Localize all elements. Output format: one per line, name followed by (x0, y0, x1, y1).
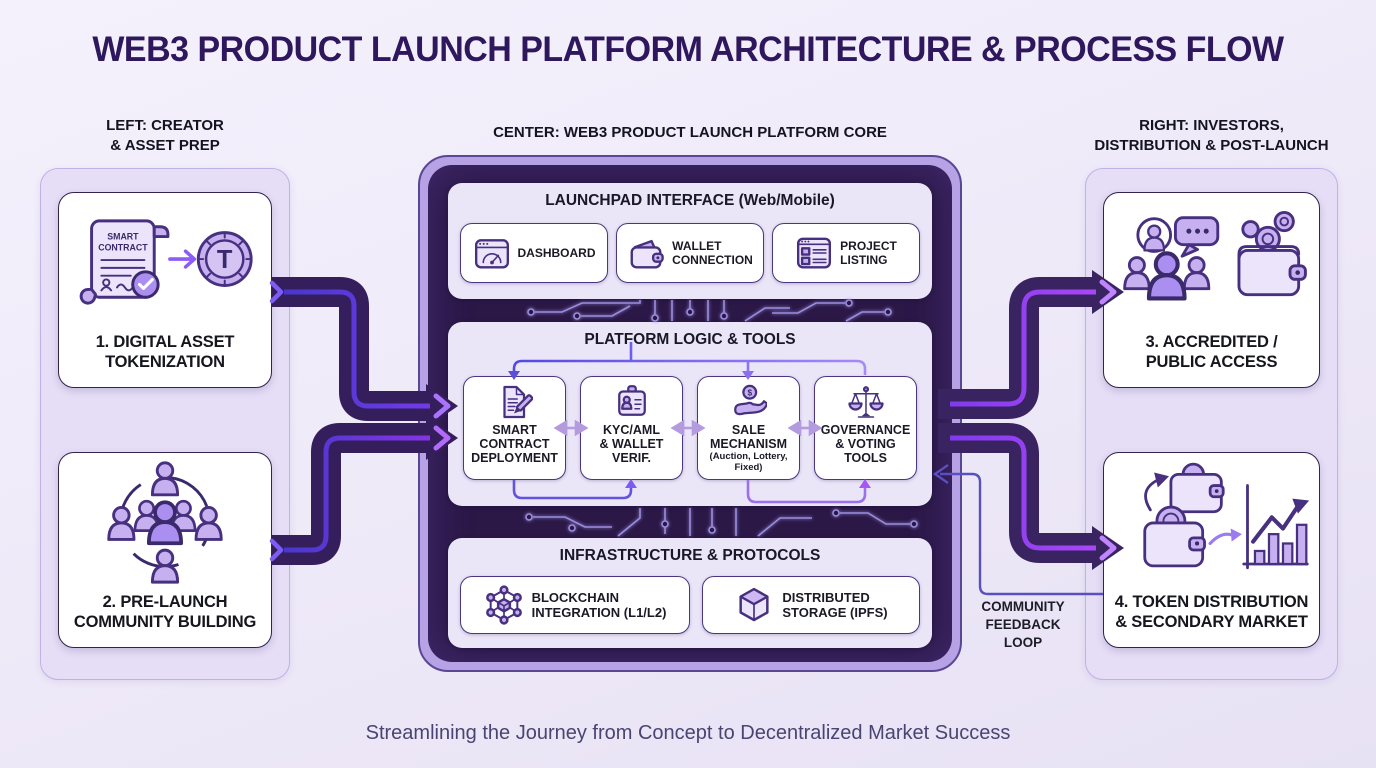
item-label: SMART CONTRACT DEPLOYMENT (471, 423, 558, 465)
coin-symbol: $ (747, 388, 752, 397)
item-sale-mechanism: $ SALE MECHANISM (Auction, Lottery, Fixe… (697, 376, 800, 480)
item-label: WALLET CONNECTION (672, 238, 753, 267)
community-circle-icon (97, 453, 233, 592)
item-smart-contract-deployment: SMART CONTRACT DEPLOYMENT (463, 376, 566, 480)
center-column-header: CENTER: WEB3 PRODUCT LAUNCH PLATFORM COR… (493, 124, 887, 141)
community-feedback-loop-label: COMMUNITY FEEDBACK LOOP (981, 599, 1065, 650)
item-label: DASHBOARD (517, 245, 596, 260)
card-prelaunch-community: 2. PRE-LAUNCH COMMUNITY BUILDING (58, 452, 272, 648)
wallet-icon (627, 234, 665, 272)
item-wallet-connection: WALLET CONNECTION (616, 223, 764, 283)
section-title: INFRASTRUCTURE & PROTOCOLS (559, 547, 821, 564)
item-sublabel: (Auction, Lottery, Fixed) (709, 451, 788, 473)
item-label: KYC/AML & WALLET VERIF. (599, 423, 664, 465)
item-governance-voting: GOVERNANCE & VOTING TOOLS (814, 376, 917, 480)
card-label: 1. DIGITAL ASSET TOKENIZATION (95, 332, 235, 372)
item-blockchain-integration: BLOCKCHAIN INTEGRATION (L1/L2) (460, 576, 690, 634)
item-dashboard: DASHBOARD (460, 223, 608, 283)
right-column-header: RIGHT: INVESTORS, DISTRIBUTION & POST-LA… (1094, 117, 1329, 154)
card-accredited-public-access: 3. ACCREDITED / PUBLIC ACCESS (1103, 192, 1320, 388)
page-title: WEB3 PRODUCT LAUNCH PLATFORM ARCHITECTUR… (92, 30, 1284, 69)
contract-deployment-icon (497, 384, 533, 420)
card-label: 3. ACCREDITED / PUBLIC ACCESS (1145, 332, 1278, 372)
section-infrastructure: INFRASTRUCTURE & PROTOCOLS BLOCKCHAIN IN… (448, 538, 932, 648)
section-launchpad-interface: LAUNCHPAD INTERFACE (Web/Mobile) DASHBOA… (448, 183, 932, 299)
item-label: SALE MECHANISM (709, 423, 788, 451)
item-label: GOVERNANCE & VOTING TOOLS (820, 423, 911, 465)
investors-group-wallet-icon (1115, 193, 1309, 332)
project-listing-icon (795, 234, 833, 272)
section-title: LAUNCHPAD INTERFACE (Web/Mobile) (545, 192, 835, 209)
scroll-text-line2: CONTRACT (98, 243, 148, 253)
token-letter: T (217, 246, 233, 274)
hand-coin-icon: $ (731, 384, 767, 420)
item-label: PROJECT LISTING (840, 238, 897, 267)
section-title: PLATFORM LOGIC & TOOLS (584, 331, 796, 348)
card-label: 4. TOKEN DISTRIBUTION & SECONDARY MARKET (1114, 592, 1309, 632)
item-project-listing: PROJECT LISTING (772, 223, 920, 283)
item-label: BLOCKCHAIN INTEGRATION (L1/L2) (531, 589, 667, 620)
scroll-text-line1: SMART (107, 232, 139, 242)
dashboard-icon (473, 234, 511, 272)
section-platform-logic: PLATFORM LOGIC & TOOLS SMART CONTRACT DE… (448, 322, 932, 506)
smart-contract-to-token-icon: SMART CONTRACT T (72, 193, 258, 332)
item-label: DISTRIBUTED STORAGE (IPFS) (782, 589, 888, 620)
card-token-distribution-market: 4. TOKEN DISTRIBUTION & SECONDARY MARKET (1103, 452, 1320, 648)
wallet-swap-chart-icon (1113, 453, 1311, 592)
item-distributed-storage: DISTRIBUTED STORAGE (IPFS) (702, 576, 920, 634)
item-kyc-aml-wallet-verif: KYC/AML & WALLET VERIF. (580, 376, 683, 480)
blockchain-network-icon (484, 585, 524, 625)
left-column-header: LEFT: CREATOR & ASSET PREP (106, 117, 224, 154)
ipfs-cube-icon (734, 585, 774, 625)
id-badge-icon (614, 384, 650, 420)
card-digital-asset-tokenization: SMART CONTRACT T 1. DIGITAL ASSET TOKENI… (58, 192, 272, 388)
tagline: Streamlining the Journey from Concept to… (365, 722, 1011, 744)
card-label: 2. PRE-LAUNCH COMMUNITY BUILDING (73, 592, 257, 632)
scales-icon (847, 384, 884, 420)
